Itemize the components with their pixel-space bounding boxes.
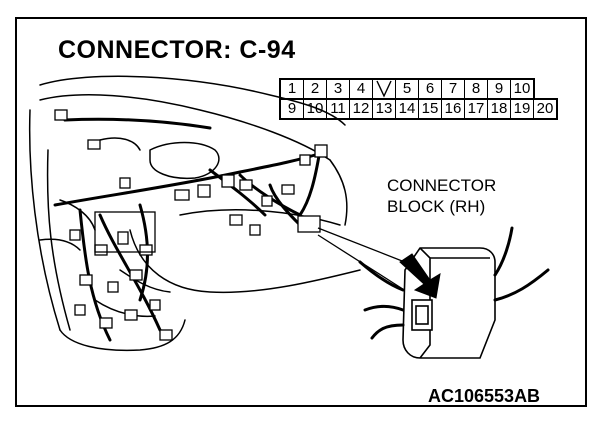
pin-cell: 16 xyxy=(441,98,465,120)
pin-cell: 13 xyxy=(372,98,396,120)
pin-cell: 10 xyxy=(303,98,327,120)
callout-line-1: CONNECTOR xyxy=(387,176,497,195)
pin-cell: 11 xyxy=(326,98,350,120)
pin-cell: 17 xyxy=(464,98,488,120)
pin-cell: 10 xyxy=(510,78,535,100)
arrow-icon xyxy=(399,253,441,299)
pin-cell: 19 xyxy=(510,98,534,120)
target-connector xyxy=(297,215,321,233)
figure-code: AC106553AB xyxy=(428,386,541,406)
connector-pinout-bottom: 9 10 11 12 13 14 15 16 17 18 19 20 xyxy=(279,98,558,120)
connector-block-label: CONNECTOR BLOCK (RH) xyxy=(387,175,496,217)
pin-cell: 15 xyxy=(418,98,442,120)
diagram-title: CONNECTOR: C-94 xyxy=(58,36,296,64)
pin-cell: 20 xyxy=(533,98,558,120)
dashboard-top-edge xyxy=(39,75,346,126)
pin-cell: 12 xyxy=(349,98,373,120)
callout-line-2: BLOCK (RH) xyxy=(387,197,486,216)
pin-row-bottom: 9 10 11 12 13 14 15 16 17 18 19 20 xyxy=(279,98,558,120)
